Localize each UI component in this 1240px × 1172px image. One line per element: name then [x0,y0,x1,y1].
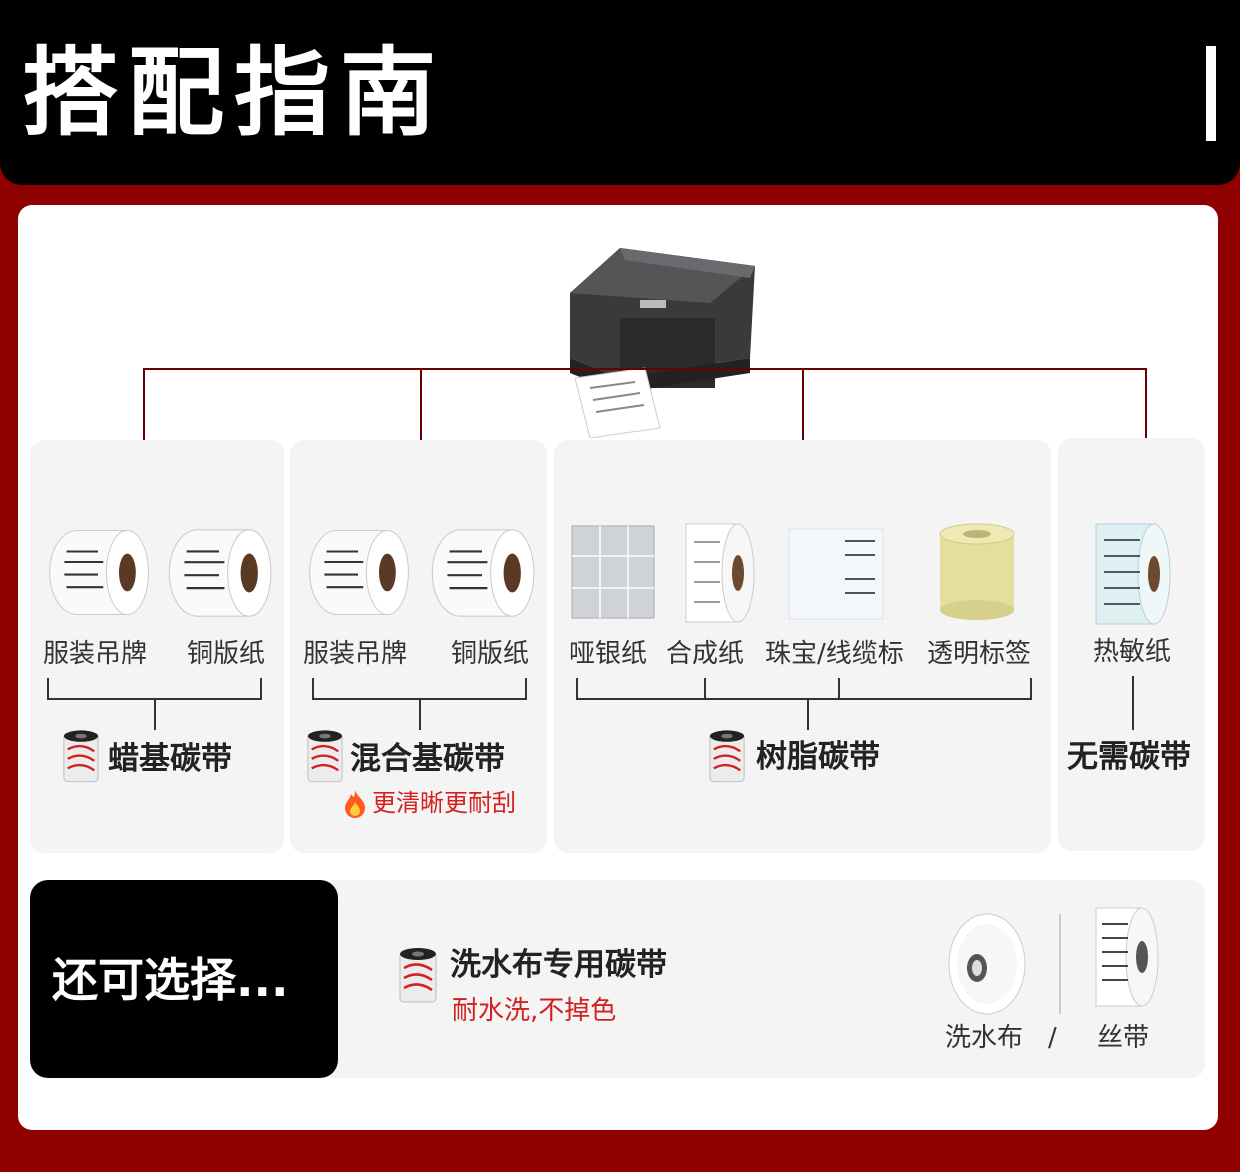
material-label: 合成纸 [666,639,745,669]
wash-ribbon-name: 洗水布专用碳带 [450,947,667,983]
jewelry-cable-label-image [788,528,884,620]
bracket-line [704,678,706,700]
material-label: 透明标签 [927,639,1032,669]
bracket-line [838,678,840,700]
tag-roll-image [42,520,154,625]
panel-more [320,880,1205,1078]
panel-mixed [290,440,547,853]
material-label: 服装吊牌 [303,639,408,669]
bracket-line [260,678,262,700]
coated-paper-roll-image [428,518,536,628]
material-label: 热敏纸 [1093,637,1172,667]
fire-icon [341,788,369,818]
material-label: 服装吊牌 [43,639,148,669]
ribbon-icon [62,728,100,786]
bracket-line [576,698,1032,700]
tree-line-top [143,368,1147,370]
material-label: 珠宝/线缆标 [765,639,904,669]
ribbon-name: 混合基碳带 [350,741,505,777]
synthetic-paper-roll-image [685,523,755,623]
bracket-line [47,678,49,700]
transparent-label-roll-image [939,523,1015,620]
ribbon-name: 树脂碳带 [756,739,880,775]
material-label: 铜版纸 [187,639,266,669]
material-label: 洗水布 [945,1023,1024,1053]
tree-drop-4 [1145,368,1147,440]
material-separator: / [1048,1023,1057,1053]
material-label: 丝带 [1097,1023,1150,1053]
ribbon-note: 更清晰更耐刮 [372,789,516,817]
ribbon-icon [306,728,344,786]
ribbon-name: 无需碳带 [1067,739,1191,775]
bracket-line [1132,676,1134,730]
tree-drop-2 [420,368,422,440]
bracket-line [154,698,156,730]
more-options-title: 还可选择... [52,953,289,1007]
more-options-box: 还可选择... [30,880,338,1078]
bracket-line [576,678,578,700]
panel-thermal [1058,438,1205,851]
header-accent-bar [1206,46,1216,141]
tree-drop-1 [143,368,145,440]
header-banner: 搭配指南 [0,0,1240,185]
ribbon-name: 蜡基碳带 [108,741,232,777]
coated-paper-roll-image [165,518,273,628]
bracket-line [419,698,421,730]
printer-icon [570,248,755,438]
ribbon-icon [398,946,438,1006]
page-title: 搭配指南 [22,37,446,149]
bracket-line [312,678,314,700]
bracket-line [807,698,809,730]
panel-resin [554,440,1051,853]
bracket-line [1030,678,1032,700]
ribbon-icon [708,728,746,786]
wash-ribbon-note: 耐水洗,不掉色 [452,996,617,1026]
tag-roll-image [302,520,414,625]
tree-drop-3 [802,368,804,440]
thermal-paper-roll-image [1095,523,1171,625]
silk-ribbon-roll-image [1095,907,1159,1007]
material-divider [1059,914,1061,1014]
material-label: 铜版纸 [451,639,530,669]
wash-cloth-roll-image [948,913,1026,1015]
bracket-line [525,678,527,700]
panel-wax [30,440,284,853]
matte-silver-roll-image [571,525,655,619]
material-label: 哑银纸 [569,639,648,669]
